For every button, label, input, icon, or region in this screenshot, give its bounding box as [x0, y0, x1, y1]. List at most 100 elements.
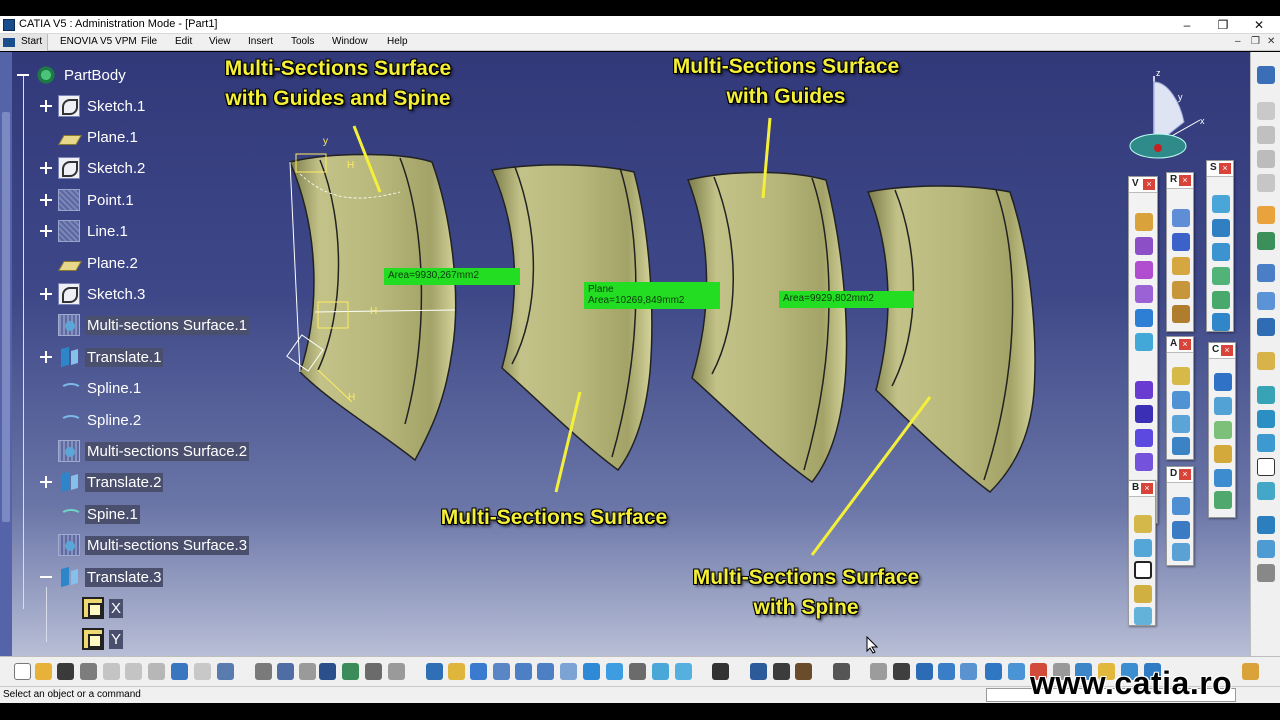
tool-icon[interactable]: [1212, 219, 1230, 237]
close-button[interactable]: ✕: [1253, 18, 1265, 32]
tool-icon[interactable]: [388, 663, 405, 680]
area-measure-1[interactable]: Area=9930,267mm2: [384, 268, 520, 285]
compass-icon[interactable]: z y x: [1120, 62, 1220, 172]
menu-edit[interactable]: Edit: [175, 36, 193, 47]
views-icon[interactable]: [583, 663, 600, 680]
tool-icon[interactable]: [1134, 561, 1152, 579]
tool-icon[interactable]: [1257, 482, 1275, 500]
expand-icon[interactable]: [40, 100, 52, 112]
shading-icon[interactable]: [606, 663, 623, 680]
tree-item-multi-sections-surface-3[interactable]: Multi-sections Surface.3: [58, 533, 250, 557]
formula-icon[interactable]: [255, 663, 272, 680]
menu-window[interactable]: Window: [332, 36, 368, 47]
tool-icon[interactable]: [1257, 352, 1275, 370]
expand-icon[interactable]: [40, 288, 52, 300]
tool-icon[interactable]: [1172, 209, 1190, 227]
menu-tools[interactable]: Tools: [291, 36, 315, 47]
tool-icon[interactable]: [870, 663, 887, 680]
tool-icon[interactable]: [1257, 264, 1275, 282]
redo-icon[interactable]: [194, 663, 211, 680]
tool-icon[interactable]: [1257, 150, 1275, 168]
tool-icon[interactable]: [1257, 458, 1275, 476]
paste-icon[interactable]: [148, 663, 165, 680]
tree-item-sketch-1[interactable]: Sketch.1: [40, 94, 147, 118]
tool-icon[interactable]: [1257, 410, 1275, 428]
tool-icon[interactable]: [1172, 415, 1190, 433]
tool-icon[interactable]: [1030, 663, 1047, 680]
toolbar-close-icon[interactable]: ×: [1179, 469, 1191, 480]
save-icon[interactable]: [57, 663, 74, 680]
tool-icon[interactable]: [938, 663, 955, 680]
tool-icon[interactable]: [795, 663, 812, 680]
tool-icon[interactable]: [1135, 261, 1153, 279]
tool-icon[interactable]: [1172, 437, 1190, 455]
area-measure-3[interactable]: Area=9929,802mm2: [779, 291, 914, 308]
tool-icon[interactable]: [1144, 663, 1161, 680]
tool-icon[interactable]: [1134, 585, 1152, 603]
tool-icon[interactable]: [1257, 386, 1275, 404]
menu-insert[interactable]: Insert: [248, 36, 274, 47]
mdi-close-button[interactable]: ✕: [1267, 36, 1276, 47]
tree-item-sketch-2[interactable]: Sketch.2: [40, 156, 147, 180]
camera-icon[interactable]: [833, 663, 850, 680]
floating-toolbar-r[interactable]: R×: [1166, 172, 1194, 332]
multi-sections-surface-2[interactable]: [490, 164, 653, 472]
tool-icon[interactable]: [1135, 333, 1153, 351]
multi-sections-surface-1[interactable]: y H H H: [286, 136, 457, 462]
menu-view[interactable]: View: [209, 36, 231, 47]
floating-toolbar-b[interactable]: B×: [1128, 480, 1156, 626]
workbench-icon[interactable]: [1257, 66, 1275, 84]
collapse-icon[interactable]: [40, 571, 52, 583]
toolbar-close-icon[interactable]: ×: [1219, 163, 1231, 174]
tool-icon[interactable]: [1257, 232, 1275, 250]
floating-toolbar-a[interactable]: A×: [1166, 336, 1194, 460]
tree-item-y[interactable]: Y: [82, 627, 124, 651]
floating-toolbar-v[interactable]: V×: [1128, 176, 1158, 524]
tool-icon[interactable]: [1257, 292, 1275, 310]
tool-icon[interactable]: [1214, 445, 1232, 463]
copy-icon[interactable]: [125, 663, 142, 680]
maximize-button[interactable]: ❐: [1217, 18, 1229, 32]
tool-icon[interactable]: [1214, 373, 1232, 391]
normal-view-icon[interactable]: [560, 663, 577, 680]
collapse-icon[interactable]: [17, 69, 29, 81]
tool-icon[interactable]: [916, 663, 933, 680]
multi-sections-surface-4[interactable]: [866, 185, 1036, 493]
tool-icon[interactable]: [1172, 391, 1190, 409]
tool-icon[interactable]: [1134, 515, 1152, 533]
tool-icon[interactable]: [1135, 213, 1153, 231]
tool-icon[interactable]: [675, 663, 692, 680]
tree-item-translate-1[interactable]: Translate.1: [40, 345, 164, 369]
tree-item-multi-sections-surface-2[interactable]: Multi-sections Surface.2: [58, 439, 250, 463]
tool-icon[interactable]: [1257, 564, 1275, 582]
tool-icon[interactable]: [1172, 281, 1190, 299]
select-icon[interactable]: [1257, 206, 1275, 224]
cut-icon[interactable]: [103, 663, 120, 680]
tree-item-plane-2[interactable]: Plane.2: [58, 251, 140, 275]
pan-icon[interactable]: [470, 663, 487, 680]
tool-icon[interactable]: [1135, 237, 1153, 255]
expand-icon[interactable]: [40, 194, 52, 206]
toolbar-close-icon[interactable]: ×: [1221, 345, 1233, 356]
tool-icon[interactable]: [1172, 497, 1190, 515]
fit-all-icon[interactable]: [448, 663, 465, 680]
tool-icon[interactable]: [342, 663, 359, 680]
tool-icon[interactable]: [1008, 663, 1025, 680]
expand-icon[interactable]: [40, 351, 52, 363]
3d-viewport[interactable]: y H H H: [0, 52, 1250, 656]
tree-scrollbar[interactable]: [0, 52, 12, 656]
tool-icon[interactable]: [299, 663, 316, 680]
print-icon[interactable]: [80, 663, 97, 680]
tool-icon[interactable]: [1214, 397, 1232, 415]
zoom-out-icon[interactable]: [537, 663, 554, 680]
tool-icon[interactable]: [1212, 195, 1230, 213]
tool-icon[interactable]: [750, 663, 767, 680]
tool-icon[interactable]: [1257, 540, 1275, 558]
expand-icon[interactable]: [40, 162, 52, 174]
minimize-button[interactable]: –: [1183, 18, 1191, 32]
tool-icon[interactable]: [1257, 102, 1275, 120]
area-measure-2[interactable]: Plane Area=10269,849mm2: [584, 282, 720, 309]
undo-icon[interactable]: [171, 663, 188, 680]
tool-icon[interactable]: [1257, 434, 1275, 452]
toolbar-close-icon[interactable]: ×: [1141, 483, 1153, 494]
